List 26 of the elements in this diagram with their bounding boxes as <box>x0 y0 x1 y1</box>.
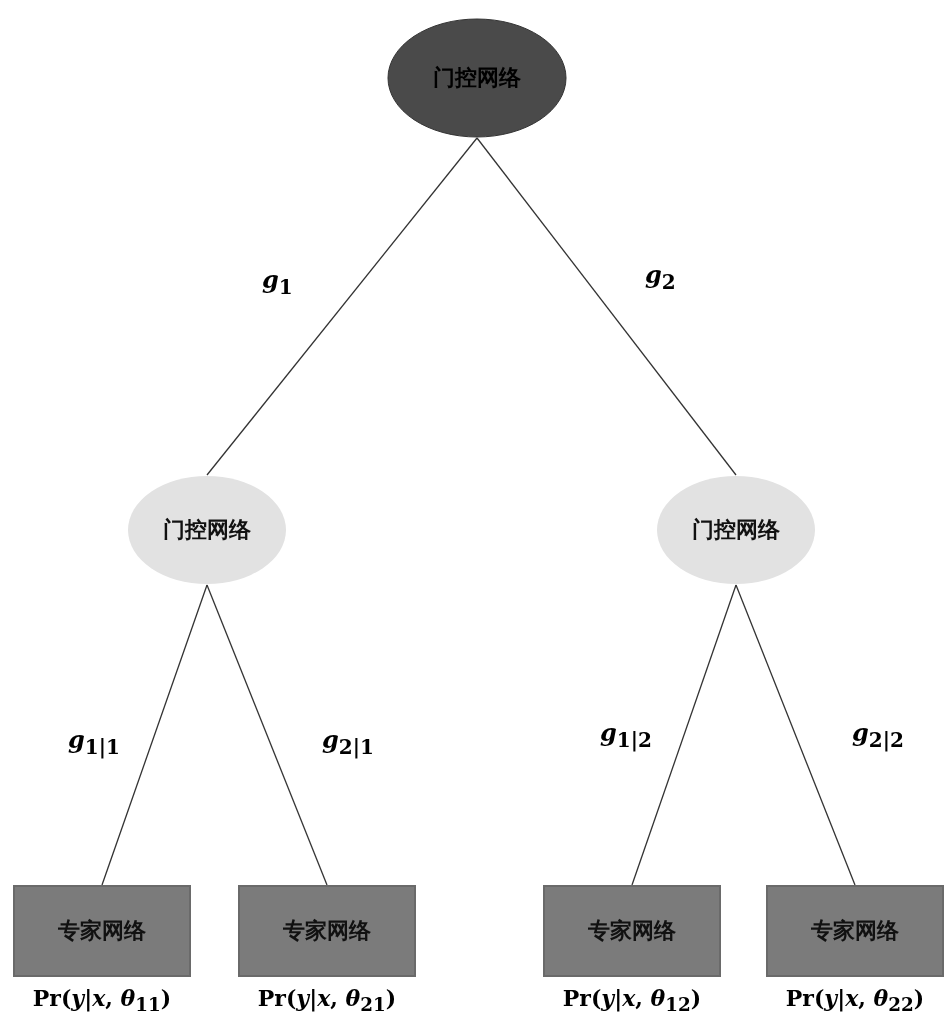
node-label: 门控网络 <box>692 516 780 544</box>
gating-cloud <box>127 475 287 585</box>
probability-label: Pr(y|x, θ$_{12}$) <box>562 985 702 1016</box>
connector-line <box>206 584 328 886</box>
node-label: 门控网络 <box>163 516 251 544</box>
node-label: 门控网络 <box>433 64 521 92</box>
edge-label: g$_{1|1}$ <box>68 725 120 759</box>
connector-line <box>735 584 856 886</box>
connector-line <box>631 584 737 886</box>
edge-label: g$_{1}$ <box>262 265 293 299</box>
probability-label: Pr(y|x, θ$_{22}$) <box>785 985 925 1016</box>
connector-line <box>476 137 737 476</box>
edge-label: g$_{2}$ <box>645 260 676 294</box>
gating-ellipse <box>387 18 567 138</box>
edge-label: g$_{1|2}$ <box>600 718 652 752</box>
edge-label: g$_{2|2}$ <box>852 718 904 752</box>
gating-cloud <box>656 475 816 585</box>
connector-line <box>101 584 208 886</box>
edge-label: g$_{2|1}$ <box>322 725 374 759</box>
node-label: 专家网络 <box>811 917 899 945</box>
node-label: 专家网络 <box>58 917 146 945</box>
node-label: 专家网络 <box>588 917 676 945</box>
node-label: 专家网络 <box>283 917 371 945</box>
probability-label: Pr(y|x, θ$_{11}$) <box>32 985 172 1016</box>
connector-line <box>206 137 478 476</box>
probability-label: Pr(y|x, θ$_{21}$) <box>257 985 397 1016</box>
